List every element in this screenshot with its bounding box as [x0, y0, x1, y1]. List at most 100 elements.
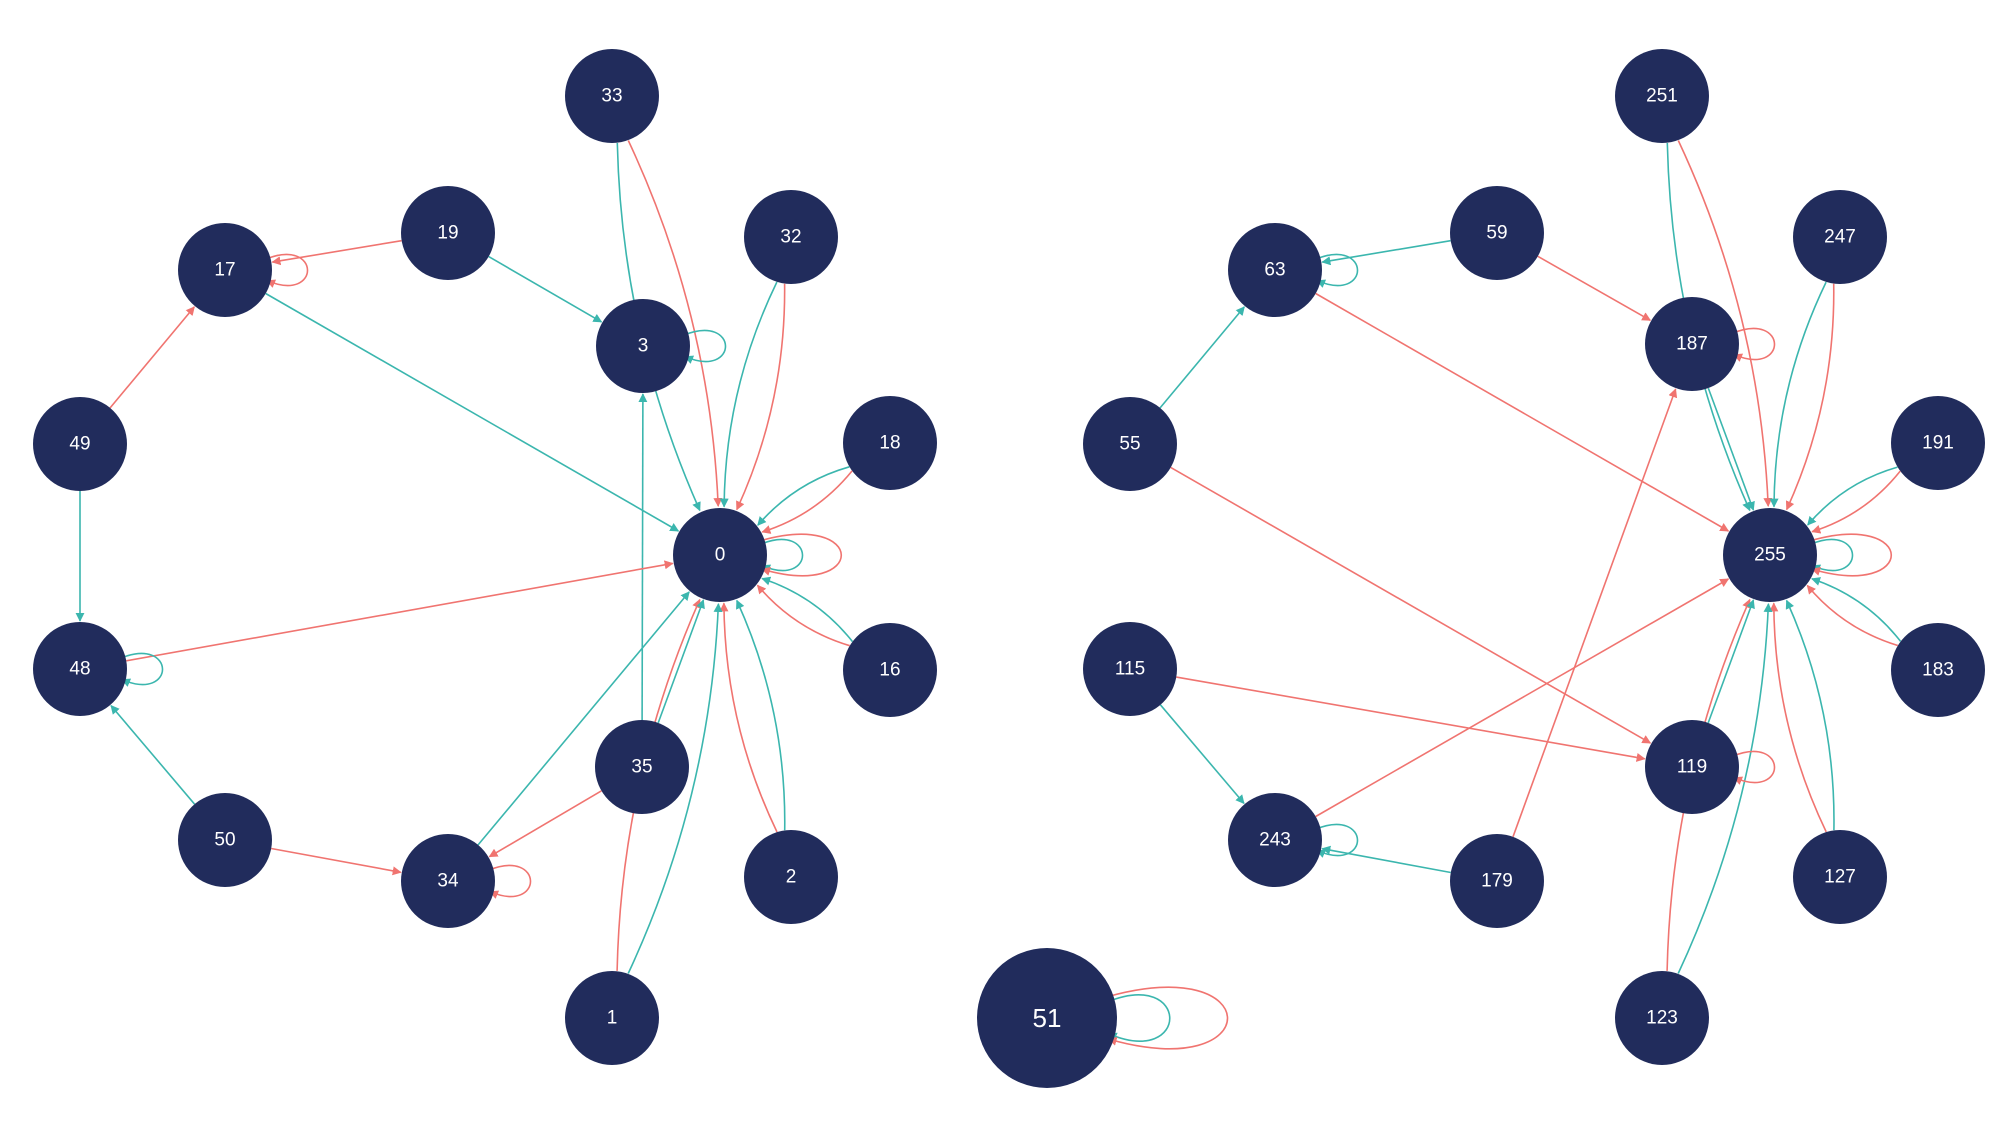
edge-2-to-0-teal — [736, 599, 786, 831]
node-17-circle — [178, 223, 272, 317]
node-115-label: 115 — [1115, 659, 1145, 680]
node-3-circle — [596, 299, 690, 393]
edge-183-to-255-teal — [1811, 577, 1902, 642]
edge-191-to-255-red — [1811, 470, 1901, 534]
edge-17-to-0-teal — [265, 292, 680, 532]
node-115-circle — [1083, 622, 1177, 716]
edge-183-to-255-red — [1806, 584, 1899, 647]
node-17-label: 17 — [214, 260, 235, 281]
node-127[interactable]: 127 — [1793, 830, 1887, 924]
node-48[interactable]: 48 — [33, 622, 127, 716]
self-loop-63-teal — [1314, 253, 1359, 288]
self-loop-255-red — [1809, 533, 1893, 577]
self-loop-48-teal — [119, 652, 164, 687]
node-32-circle — [744, 190, 838, 284]
node-0[interactable]: 0 — [673, 508, 767, 602]
node-50-circle — [178, 793, 272, 887]
node-179-circle — [1450, 834, 1544, 928]
edge-55-to-63-teal — [1159, 306, 1245, 409]
node-183[interactable]: 183 — [1891, 623, 1985, 717]
node-191-circle — [1891, 396, 1985, 490]
node-123-circle — [1615, 971, 1709, 1065]
node-17[interactable]: 17 — [178, 223, 272, 317]
node-3[interactable]: 3 — [596, 299, 690, 393]
node-251-label: 251 — [1646, 86, 1678, 107]
edge-251-to-255-red — [1677, 140, 1773, 507]
node-243[interactable]: 243 — [1228, 793, 1322, 887]
node-18-label: 18 — [879, 433, 900, 454]
node-51-circle — [977, 948, 1117, 1088]
edge-35-to-3-teal — [638, 393, 648, 721]
node-1-label: 1 — [607, 1008, 618, 1029]
node-119-circle — [1645, 720, 1739, 814]
edge-59-to-63-teal — [1321, 239, 1451, 266]
edge-115-to-243-teal — [1159, 704, 1245, 805]
node-55-circle — [1083, 397, 1177, 491]
node-255[interactable]: 255 — [1723, 508, 1817, 602]
node-247[interactable]: 247 — [1793, 190, 1887, 284]
node-19-label: 19 — [437, 223, 458, 244]
edge-127-to-255-teal — [1785, 599, 1835, 831]
node-0-circle — [673, 508, 767, 602]
node-191-label: 191 — [1922, 433, 1954, 454]
node-247-label: 247 — [1824, 227, 1856, 248]
node-191[interactable]: 191 — [1891, 396, 1985, 490]
node-32[interactable]: 32 — [744, 190, 838, 284]
node-123[interactable]: 123 — [1615, 971, 1709, 1065]
node-50[interactable]: 50 — [178, 793, 272, 887]
node-63-circle — [1228, 223, 1322, 317]
node-19[interactable]: 19 — [401, 186, 495, 280]
node-16[interactable]: 16 — [843, 623, 937, 717]
node-35-circle — [595, 720, 689, 814]
edge-59-to-187-red — [1537, 255, 1652, 321]
node-51[interactable]: 51 — [977, 948, 1117, 1088]
node-251[interactable]: 251 — [1615, 49, 1709, 143]
node-115[interactable]: 115 — [1083, 622, 1177, 716]
node-48-circle — [33, 622, 127, 716]
node-251-circle — [1615, 49, 1709, 143]
edge-50-to-48-teal — [110, 704, 196, 805]
self-loop-17-red — [264, 253, 309, 288]
node-1-circle — [565, 971, 659, 1065]
node-59[interactable]: 59 — [1450, 186, 1544, 280]
node-63[interactable]: 63 — [1228, 223, 1322, 317]
node-33-label: 33 — [601, 86, 622, 107]
edge-35-to-0-teal — [657, 599, 705, 724]
node-123-label: 123 — [1646, 1008, 1678, 1029]
node-179[interactable]: 179 — [1450, 834, 1544, 928]
self-loop-243-teal — [1314, 823, 1359, 858]
edge-33-to-0-red — [627, 140, 723, 507]
node-119[interactable]: 119 — [1645, 720, 1739, 814]
node-49[interactable]: 49 — [33, 397, 127, 491]
edge-48-to-0-red — [126, 560, 674, 662]
node-33-circle — [565, 49, 659, 143]
node-35[interactable]: 35 — [595, 720, 689, 814]
self-loops-layer — [119, 253, 1893, 1050]
edge-179-to-187-red — [1512, 388, 1678, 838]
node-187[interactable]: 187 — [1645, 297, 1739, 391]
node-49-label: 49 — [69, 434, 90, 455]
self-loop-3-teal — [682, 329, 727, 364]
node-63-label: 63 — [1264, 260, 1285, 281]
node-18-circle — [843, 396, 937, 490]
node-3-label: 3 — [638, 336, 649, 357]
edge-18-to-0-red — [761, 470, 853, 534]
node-2[interactable]: 2 — [744, 830, 838, 924]
node-51-label: 51 — [1033, 1003, 1062, 1033]
node-55[interactable]: 55 — [1083, 397, 1177, 491]
node-34[interactable]: 34 — [401, 834, 495, 928]
self-loop-0-red — [759, 533, 843, 577]
node-255-label: 255 — [1754, 545, 1786, 566]
node-187-circle — [1645, 297, 1739, 391]
node-16-circle — [843, 623, 937, 717]
edge-19-to-17-red — [271, 239, 402, 266]
node-127-label: 127 — [1824, 867, 1856, 888]
node-179-label: 179 — [1481, 871, 1513, 892]
edge-34-to-0-teal — [477, 591, 690, 846]
node-18[interactable]: 18 — [843, 396, 937, 490]
node-19-circle — [401, 186, 495, 280]
node-1[interactable]: 1 — [565, 971, 659, 1065]
node-33[interactable]: 33 — [565, 49, 659, 143]
node-187-label: 187 — [1676, 334, 1708, 355]
